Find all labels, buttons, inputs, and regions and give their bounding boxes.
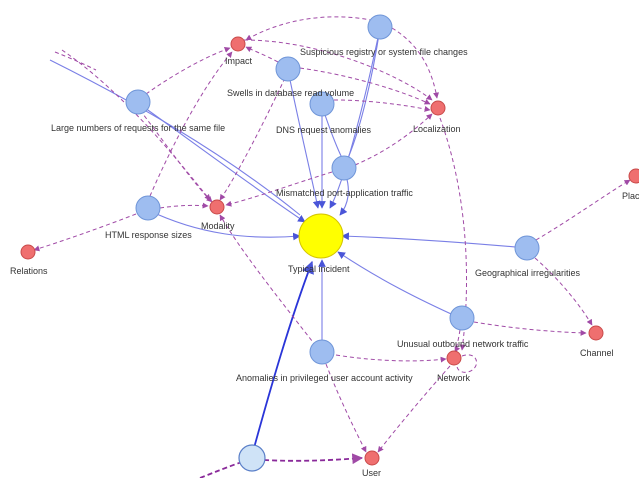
node-html-response[interactable] [135,195,161,221]
label-localization: Localization [413,124,461,134]
edge-privileged-to-network [335,354,447,363]
node-labels: Suspicious registry or system file chang… [10,47,639,478]
edge-geo-to-channel [534,257,593,326]
node-light-bottom[interactable] [238,444,266,472]
attribute-nodes [20,36,639,466]
edge-html-to-incident [147,209,301,241]
node-network[interactable] [446,350,462,366]
indicator-nodes [125,14,540,472]
label-channel: Channel [580,348,614,358]
edge-bottom-left-partial [199,461,243,478]
edge-swells-to-incident [287,69,321,209]
node-typical-incident[interactable] [298,213,344,259]
edge-swells-to-localization [299,67,431,105]
edge-html-to-impact [149,51,233,197]
edge-geo-to-incident [341,232,528,249]
label-typical-incident: Typical incident [288,264,350,274]
label-place: Plac [622,191,639,201]
node-suspicious-registry[interactable] [367,14,393,40]
node-large-requests[interactable] [125,89,151,115]
edge-registry-to-impact [245,16,381,41]
node-user[interactable] [364,450,380,466]
edge-registry-to-incident [329,27,381,209]
edge-html-to-modality [159,202,209,209]
label-swells-db: Swells in database read volume [227,88,354,98]
attribute-edges [33,16,631,478]
edge-swells-to-modality [219,77,286,201]
edge-large-requests-to-incident [137,102,306,223]
edge-privileged-to-modality [219,214,317,347]
edge-swells-to-impact [245,46,279,63]
label-html-response: HTML response sizes [105,230,192,240]
node-mismatched-port[interactable] [331,155,357,181]
node-geo-irregularities[interactable] [514,235,540,261]
edge-html-to-relations [33,213,137,252]
node-swells-db[interactable] [275,56,301,82]
node-dns-anomalies[interactable] [309,91,335,117]
edge-impact-to-localization [243,39,433,101]
edge-partial-top-left [49,59,301,216]
label-user: User [362,468,381,478]
label-modality: Modality [201,221,235,231]
edge-network-loop [456,354,477,373]
node-privileged-user[interactable] [309,339,335,365]
edge-top-partial [54,51,97,71]
edge-registry-to-localization [391,27,440,99]
edge-geo-to-place [535,179,631,241]
label-geo-irregularities: Geographical irregularities [475,268,581,278]
node-relations[interactable] [20,244,36,260]
label-suspicious-registry: Suspicious registry or system file chang… [300,47,468,57]
edge-dns-to-localization [333,99,431,112]
node-impact[interactable] [230,36,246,52]
label-impact: Impact [225,56,253,66]
label-network: Network [437,373,471,383]
node-localization[interactable] [430,100,446,116]
node-channel[interactable] [588,325,604,341]
label-mismatched-port: Mismatched port-application traffic [276,188,413,198]
edge-registry-to-mismatched [347,27,381,159]
label-privileged-user: Anomalies in privileged user account act… [236,373,413,383]
edge-mismatched-to-modality [225,171,333,207]
edge-outbound-to-incident [337,251,461,319]
label-relations: Relations [10,266,48,276]
node-place[interactable] [628,168,639,184]
edge-mismatched-to-localization [354,113,433,166]
node-modality[interactable] [209,199,225,215]
label-unusual-outbound: Unusual outbound network traffic [397,339,529,349]
node-unusual-outbound[interactable] [449,305,475,331]
label-dns-anomalies: DNS request anomalies [276,125,372,135]
edge-top-left-partial [61,49,211,201]
edge-outbound-to-channel [473,321,587,336]
edge-light-node-to-user [263,453,364,465]
label-large-requests: Large numbers of requests for the same f… [51,123,225,133]
edge-light-node-to-incident [253,260,314,449]
